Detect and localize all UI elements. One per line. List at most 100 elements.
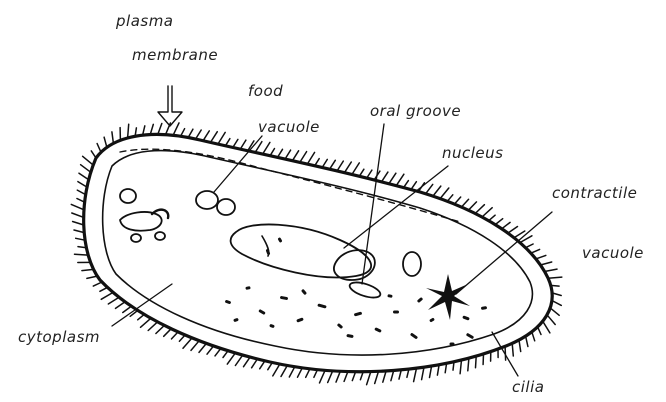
cell-inner-membrane — [103, 151, 533, 355]
cilium — [540, 262, 551, 265]
cilium — [433, 186, 441, 196]
nucleus-pointer — [344, 166, 448, 248]
cytoplasm-granule — [346, 334, 353, 338]
cilium — [281, 366, 287, 377]
cilium — [158, 124, 162, 135]
cilium — [475, 205, 484, 214]
cytoplasm-granule — [393, 311, 399, 314]
cilium — [375, 371, 379, 383]
cytoplasm-granule — [258, 309, 266, 315]
cytoplasm-granule — [269, 324, 275, 329]
cilium — [367, 372, 371, 385]
cilium — [289, 367, 295, 377]
cytoplasm-granule — [429, 317, 435, 322]
cytoplasm-granule — [337, 323, 344, 329]
contractile-vacuole-shape — [426, 274, 470, 320]
cilium — [244, 357, 251, 367]
cilium — [337, 161, 343, 171]
cilium — [112, 132, 114, 144]
food-vacuole-8 — [403, 252, 421, 276]
cilium — [108, 297, 119, 304]
cilium — [75, 254, 89, 255]
cilium — [482, 208, 492, 217]
cilium — [83, 156, 94, 165]
cytoplasm-granule — [301, 289, 307, 296]
cilium — [440, 188, 449, 199]
label-cilia: cilia — [512, 378, 544, 396]
cilium — [414, 368, 417, 381]
food-vacuole-1 — [196, 191, 218, 209]
cilium — [508, 227, 518, 234]
cytoplasm-granule — [417, 297, 424, 303]
cilium — [396, 174, 404, 185]
cytoplasm-granule — [450, 343, 455, 346]
cilia-fringe — [71, 123, 562, 385]
food-vacuole-7 — [155, 232, 165, 240]
cilium — [156, 325, 164, 333]
label-oral-groove: oral groove — [370, 102, 461, 120]
cytoplasm-granule — [354, 312, 363, 317]
food-vacuole-3 — [120, 189, 136, 203]
cilium — [227, 353, 235, 364]
cilium — [101, 292, 113, 299]
cilium — [550, 308, 559, 315]
cilium — [519, 340, 521, 352]
cytoplasm-granule — [466, 333, 474, 340]
label-plasma-line1: plasma — [115, 12, 174, 30]
cilium — [199, 343, 206, 352]
cytoplasm-granule — [266, 249, 271, 256]
cytoplasm-granule — [225, 300, 232, 305]
cytoplasm-granule — [481, 306, 487, 310]
label-plasma-line2: membrane — [132, 46, 218, 64]
label-nucleus: nucleus — [442, 144, 503, 162]
cilium — [81, 165, 91, 173]
cilium — [382, 172, 388, 182]
cilium — [520, 236, 532, 243]
cilium — [116, 302, 126, 309]
cilium — [128, 124, 129, 138]
cytoplasm-granule — [280, 296, 288, 300]
cilium — [148, 322, 157, 331]
label-food-line2: vacuole — [258, 118, 320, 136]
cilium — [307, 152, 314, 164]
plasma-membrane-arrow — [158, 86, 182, 126]
micronucleus-shape — [348, 279, 382, 300]
cilium — [460, 360, 461, 374]
cytoplasm-granule — [410, 332, 418, 339]
cytoplasm-granule — [387, 294, 392, 298]
cilium — [72, 213, 84, 217]
cytoplasm-granule — [277, 237, 282, 243]
cilium — [183, 338, 192, 348]
contractile-vacuole-pointer — [456, 212, 552, 294]
cilium — [352, 163, 359, 175]
cilium — [273, 364, 280, 376]
oral-groove-pointer — [362, 124, 384, 284]
label-contractile-line2: vacuole — [582, 244, 644, 262]
cell-outer-membrane — [84, 134, 552, 371]
cytoplasm-granule — [317, 303, 326, 308]
cilium — [545, 269, 558, 271]
cilium — [141, 318, 151, 327]
cilium — [173, 123, 179, 135]
cytoplasm-granule — [374, 327, 382, 333]
food-vacuole-6 — [131, 234, 141, 242]
cilium — [292, 151, 298, 161]
cilium — [330, 160, 336, 169]
cilium — [336, 371, 340, 382]
cilium — [512, 343, 513, 356]
cilium — [328, 371, 333, 383]
cilium — [203, 131, 209, 141]
cilium — [218, 132, 225, 144]
cilium — [71, 204, 84, 209]
cilium — [263, 142, 270, 154]
food-vacuole-2 — [217, 199, 235, 215]
cilium — [191, 341, 199, 351]
cytoplasm-granule — [245, 286, 250, 290]
food-vacuole-4 — [120, 212, 162, 231]
cilium — [468, 202, 476, 210]
cilium — [548, 277, 562, 278]
cilium — [389, 173, 396, 184]
cilium — [211, 132, 218, 143]
label-food-line1: food — [248, 82, 283, 100]
